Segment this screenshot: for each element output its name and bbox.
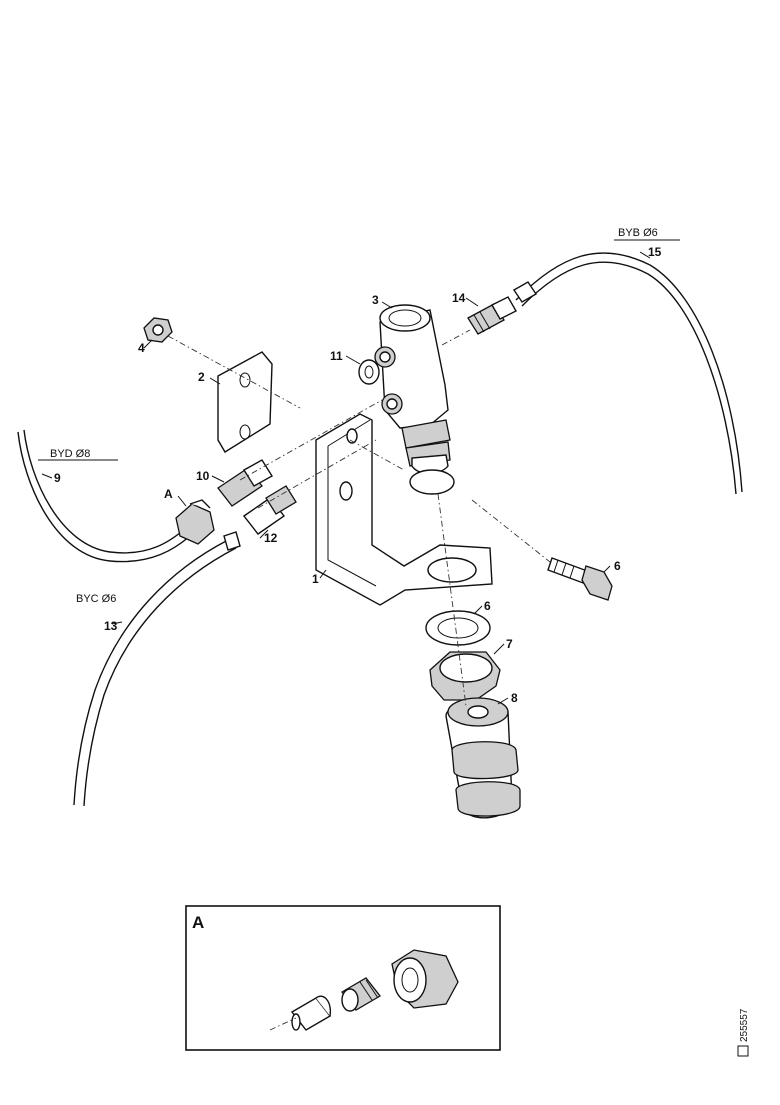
label-6-bolt: 6: [614, 559, 621, 573]
washer-11: [358, 359, 380, 385]
nut-7: [429, 651, 501, 701]
label-1: 1: [312, 572, 319, 586]
pipe-label-byd: BYD Ø8: [50, 448, 90, 460]
label-8: 8: [511, 691, 518, 705]
pipe-15: [513, 252, 743, 495]
label-13: 13: [104, 619, 118, 633]
label-7: 7: [506, 637, 513, 651]
fitting-14: [467, 296, 517, 335]
label-2: 2: [198, 370, 205, 384]
detail-title: A: [192, 913, 204, 932]
pipe-13: [73, 531, 241, 807]
detail-box-a: A: [185, 905, 501, 1051]
label-12: 12: [264, 531, 278, 545]
label-a: A: [164, 487, 173, 501]
label-3: 3: [372, 293, 379, 307]
pipe-9: [17, 429, 191, 563]
reference-number: 255557: [739, 1008, 750, 1042]
washer-6: [425, 610, 491, 646]
plate-2: [217, 351, 273, 453]
label-14: 14: [452, 291, 466, 305]
label-4: 4: [138, 341, 145, 355]
valve-body-3: [374, 304, 451, 475]
bracket-1: [315, 413, 493, 606]
reference-block: 255557: [737, 1008, 750, 1057]
leader-lines: [38, 239, 680, 705]
connector-8: [445, 697, 521, 819]
label-9: 9: [54, 471, 61, 485]
label-11: 11: [330, 349, 343, 363]
pipe-label-byb: BYB Ø6: [618, 227, 658, 239]
pipe-label-byc: BYC Ø6: [76, 593, 116, 605]
nut-a: [175, 499, 215, 545]
nut-4: [143, 317, 173, 343]
o-ring: [409, 469, 455, 495]
label-10: 10: [196, 469, 210, 483]
label-6: 6: [484, 599, 491, 613]
fitting-12: [242, 485, 297, 535]
bolt-6: [547, 557, 613, 601]
fitting-10: [217, 459, 273, 507]
assembly-axes: [167, 329, 551, 707]
label-15: 15: [648, 245, 662, 259]
